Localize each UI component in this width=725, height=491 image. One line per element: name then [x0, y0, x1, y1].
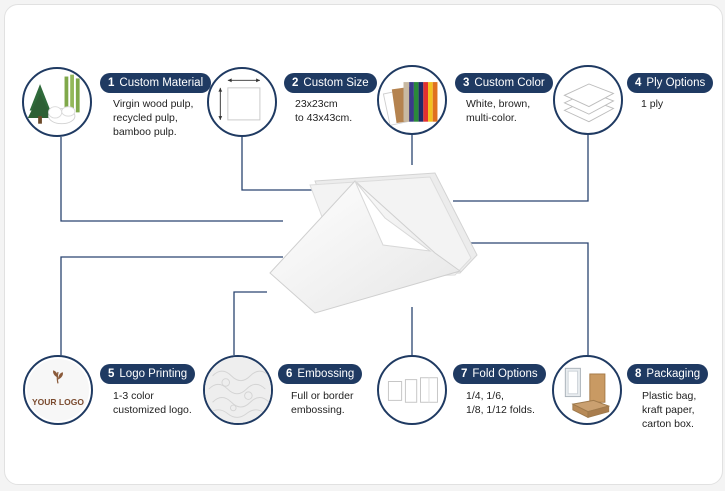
- logo-text: YOUR LOGO: [32, 397, 84, 407]
- feature-7-number: 7: [461, 368, 468, 380]
- folded-napkins-icon: [387, 377, 438, 403]
- feature-6-desc: Full or border embossing.: [291, 390, 354, 416]
- infographic-canvas: 1 Custom Material Virgin wood pulp, recy…: [4, 4, 723, 485]
- logo-napkin-icon: [26, 358, 90, 422]
- embossed-texture-icon: [205, 357, 271, 423]
- feature-2-number: 2: [292, 77, 299, 89]
- feature-1-pill: 1 Custom Material: [100, 73, 212, 93]
- pulp-material-icon: [27, 74, 80, 125]
- feature-8-pill: 8 Packaging: [627, 364, 709, 384]
- embossing-circle: [203, 355, 273, 425]
- packaging-circle: [552, 355, 622, 425]
- feature-3-title: Custom Color: [474, 77, 545, 89]
- feature-2-pill: 2 Custom Size: [284, 73, 377, 93]
- color-circle: [377, 65, 447, 135]
- feature-2-desc: 23x23cm to 43x43cm.: [295, 98, 353, 124]
- feature-2-title: Custom Size: [303, 77, 369, 89]
- feature-1-desc: Virgin wood pulp, recycled pulp, bamboo …: [113, 98, 194, 138]
- feature-8-number: 8: [635, 368, 642, 380]
- napkin-stack-illustration: [269, 172, 478, 314]
- feature-5-title: Logo Printing: [119, 368, 188, 380]
- feature-8-desc: Plastic bag, kraft paper, carton box.: [642, 390, 697, 430]
- fold-circle: [377, 355, 447, 425]
- feature-4-pill: 4 Ply Options: [627, 73, 714, 93]
- feature-4-number: 4: [635, 77, 642, 89]
- feature-6-title: Embossing: [297, 368, 355, 380]
- feature-1-title: Custom Material: [119, 77, 204, 89]
- feature-6-pill: 6 Embossing: [278, 364, 363, 384]
- feature-5-pill: 5 Logo Printing: [100, 364, 196, 384]
- feature-7-title: Fold Options: [472, 368, 538, 380]
- size-circle: [207, 67, 277, 137]
- feature-6-number: 6: [286, 368, 293, 380]
- feature-4-desc: 1 ply: [641, 98, 664, 110]
- material-circle: [22, 67, 92, 137]
- feature-7-desc: 1/4, 1/6, 1/8, 1/12 folds.: [466, 390, 535, 416]
- napkin-size-icon: [218, 78, 261, 121]
- feature-3-number: 3: [463, 77, 470, 89]
- feature-7-pill: 7 Fold Options: [453, 364, 546, 384]
- feature-8-title: Packaging: [646, 368, 701, 380]
- feature-4-title: Ply Options: [646, 77, 706, 89]
- color-swatch-icon: [382, 82, 438, 126]
- ply-stack-icon: [563, 83, 615, 123]
- feature-5-number: 5: [108, 368, 115, 380]
- ply-circle: [553, 65, 623, 135]
- packaging-icon: [564, 367, 611, 419]
- feature-3-desc: White, brown, multi-color.: [466, 98, 531, 124]
- feature-1-number: 1: [108, 77, 115, 89]
- feature-3-pill: 3 Custom Color: [455, 73, 553, 93]
- logo-circle: YOUR LOGO: [23, 355, 93, 425]
- feature-5-desc: 1-3 color customized logo.: [113, 390, 192, 416]
- connector-lines: [60, 133, 589, 355]
